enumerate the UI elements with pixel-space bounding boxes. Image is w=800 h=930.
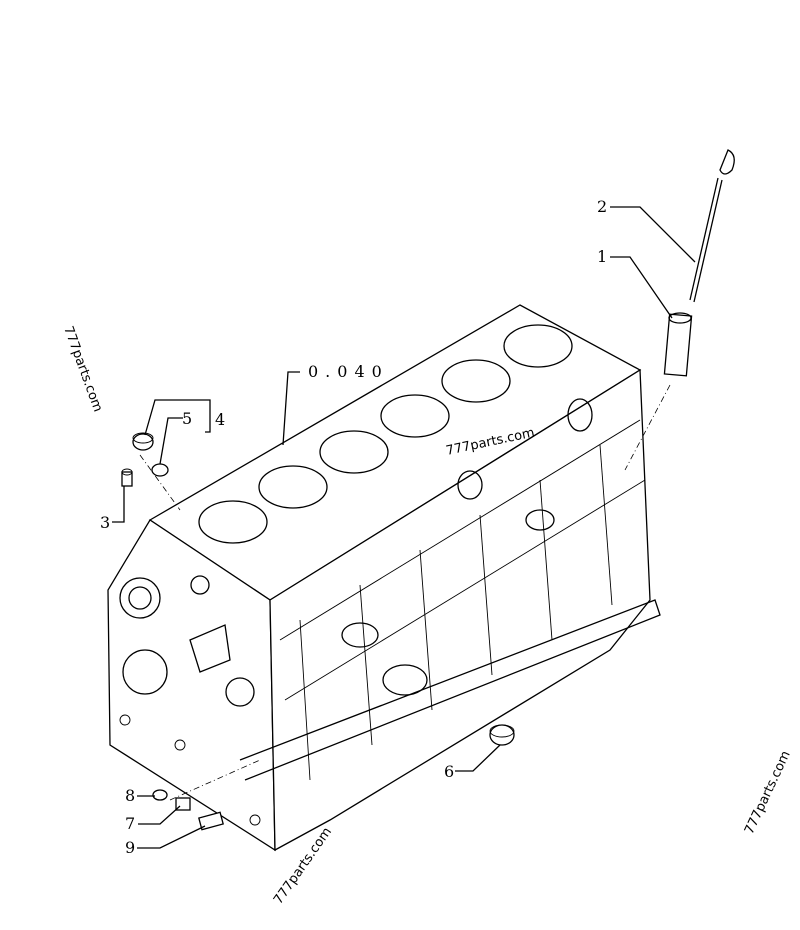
side-bosses xyxy=(341,398,593,696)
leader-ref xyxy=(282,371,300,446)
callout-3: 3 xyxy=(100,513,110,532)
bore-5 xyxy=(441,359,511,403)
watermark-right: 777parts.com xyxy=(742,749,794,837)
plug-6 xyxy=(489,724,515,746)
plug-4 xyxy=(132,432,154,451)
leader-5 xyxy=(159,417,183,465)
watermark-left: 777parts.com xyxy=(60,324,105,414)
dipstick-handle xyxy=(719,149,735,175)
callout-2: 2 xyxy=(597,197,607,216)
sensor-9 xyxy=(198,811,224,831)
reference-label: 0.040 xyxy=(308,362,389,381)
leader-2 xyxy=(610,206,696,263)
seal-8 xyxy=(152,789,168,801)
leader-3 xyxy=(112,486,125,523)
leader-1 xyxy=(610,256,673,319)
callout-5: 5 xyxy=(182,409,192,428)
block-ribs xyxy=(279,419,646,781)
callout-7: 7 xyxy=(125,814,135,833)
callout-9: 9 xyxy=(125,838,135,857)
cylinder-bores xyxy=(198,324,573,544)
bore-4 xyxy=(380,394,450,438)
bore-2 xyxy=(258,465,328,509)
block-skirt xyxy=(239,599,661,781)
leader-9 xyxy=(137,825,206,849)
bore-3 xyxy=(319,430,389,474)
dipstick-tube xyxy=(663,313,693,377)
leader-7 xyxy=(138,805,181,825)
leader-lines xyxy=(112,206,696,849)
leader-6 xyxy=(455,744,501,772)
leader-4 xyxy=(144,399,211,436)
block-side-face xyxy=(269,368,651,852)
assembly-line-8 xyxy=(169,759,261,801)
callout-numbers: 2 1 3 4 5 6 7 8 9 0.040 xyxy=(100,197,607,857)
assembly-line-4 xyxy=(139,454,181,511)
dipstick-assembly xyxy=(624,149,735,471)
callout-8: 8 xyxy=(125,786,135,805)
front-face-details xyxy=(119,575,261,826)
bore-1 xyxy=(198,500,268,544)
callout-6: 6 xyxy=(444,762,454,781)
dowel-3 xyxy=(121,468,133,487)
callout-4: 4 xyxy=(215,410,225,429)
callout-1: 1 xyxy=(597,247,607,266)
engine-block xyxy=(107,304,661,852)
dipstick-rod xyxy=(689,177,719,301)
bore-6 xyxy=(503,324,573,368)
seal-5 xyxy=(151,463,169,477)
